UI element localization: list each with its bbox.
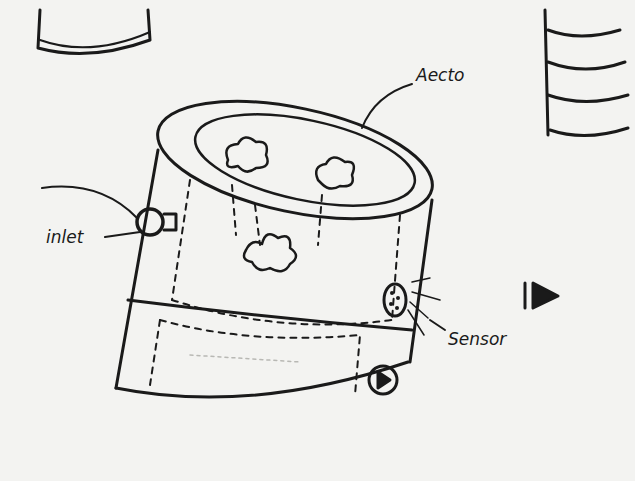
base-marking bbox=[190, 355, 300, 362]
play-button bbox=[369, 366, 397, 394]
play-symbol bbox=[525, 283, 558, 308]
sensor bbox=[384, 278, 445, 335]
side-sketch bbox=[40, 32, 150, 47]
part-label: Sensor bbox=[448, 330, 506, 349]
side-sketch bbox=[38, 10, 150, 53]
part-label: Aecto bbox=[416, 66, 465, 85]
cylinder-housing bbox=[116, 80, 443, 397]
part-label: inlet bbox=[46, 228, 83, 247]
plant-blob bbox=[226, 137, 354, 271]
inner-container bbox=[150, 180, 400, 395]
leader-line bbox=[362, 84, 412, 128]
striped-cylinder bbox=[545, 10, 628, 136]
